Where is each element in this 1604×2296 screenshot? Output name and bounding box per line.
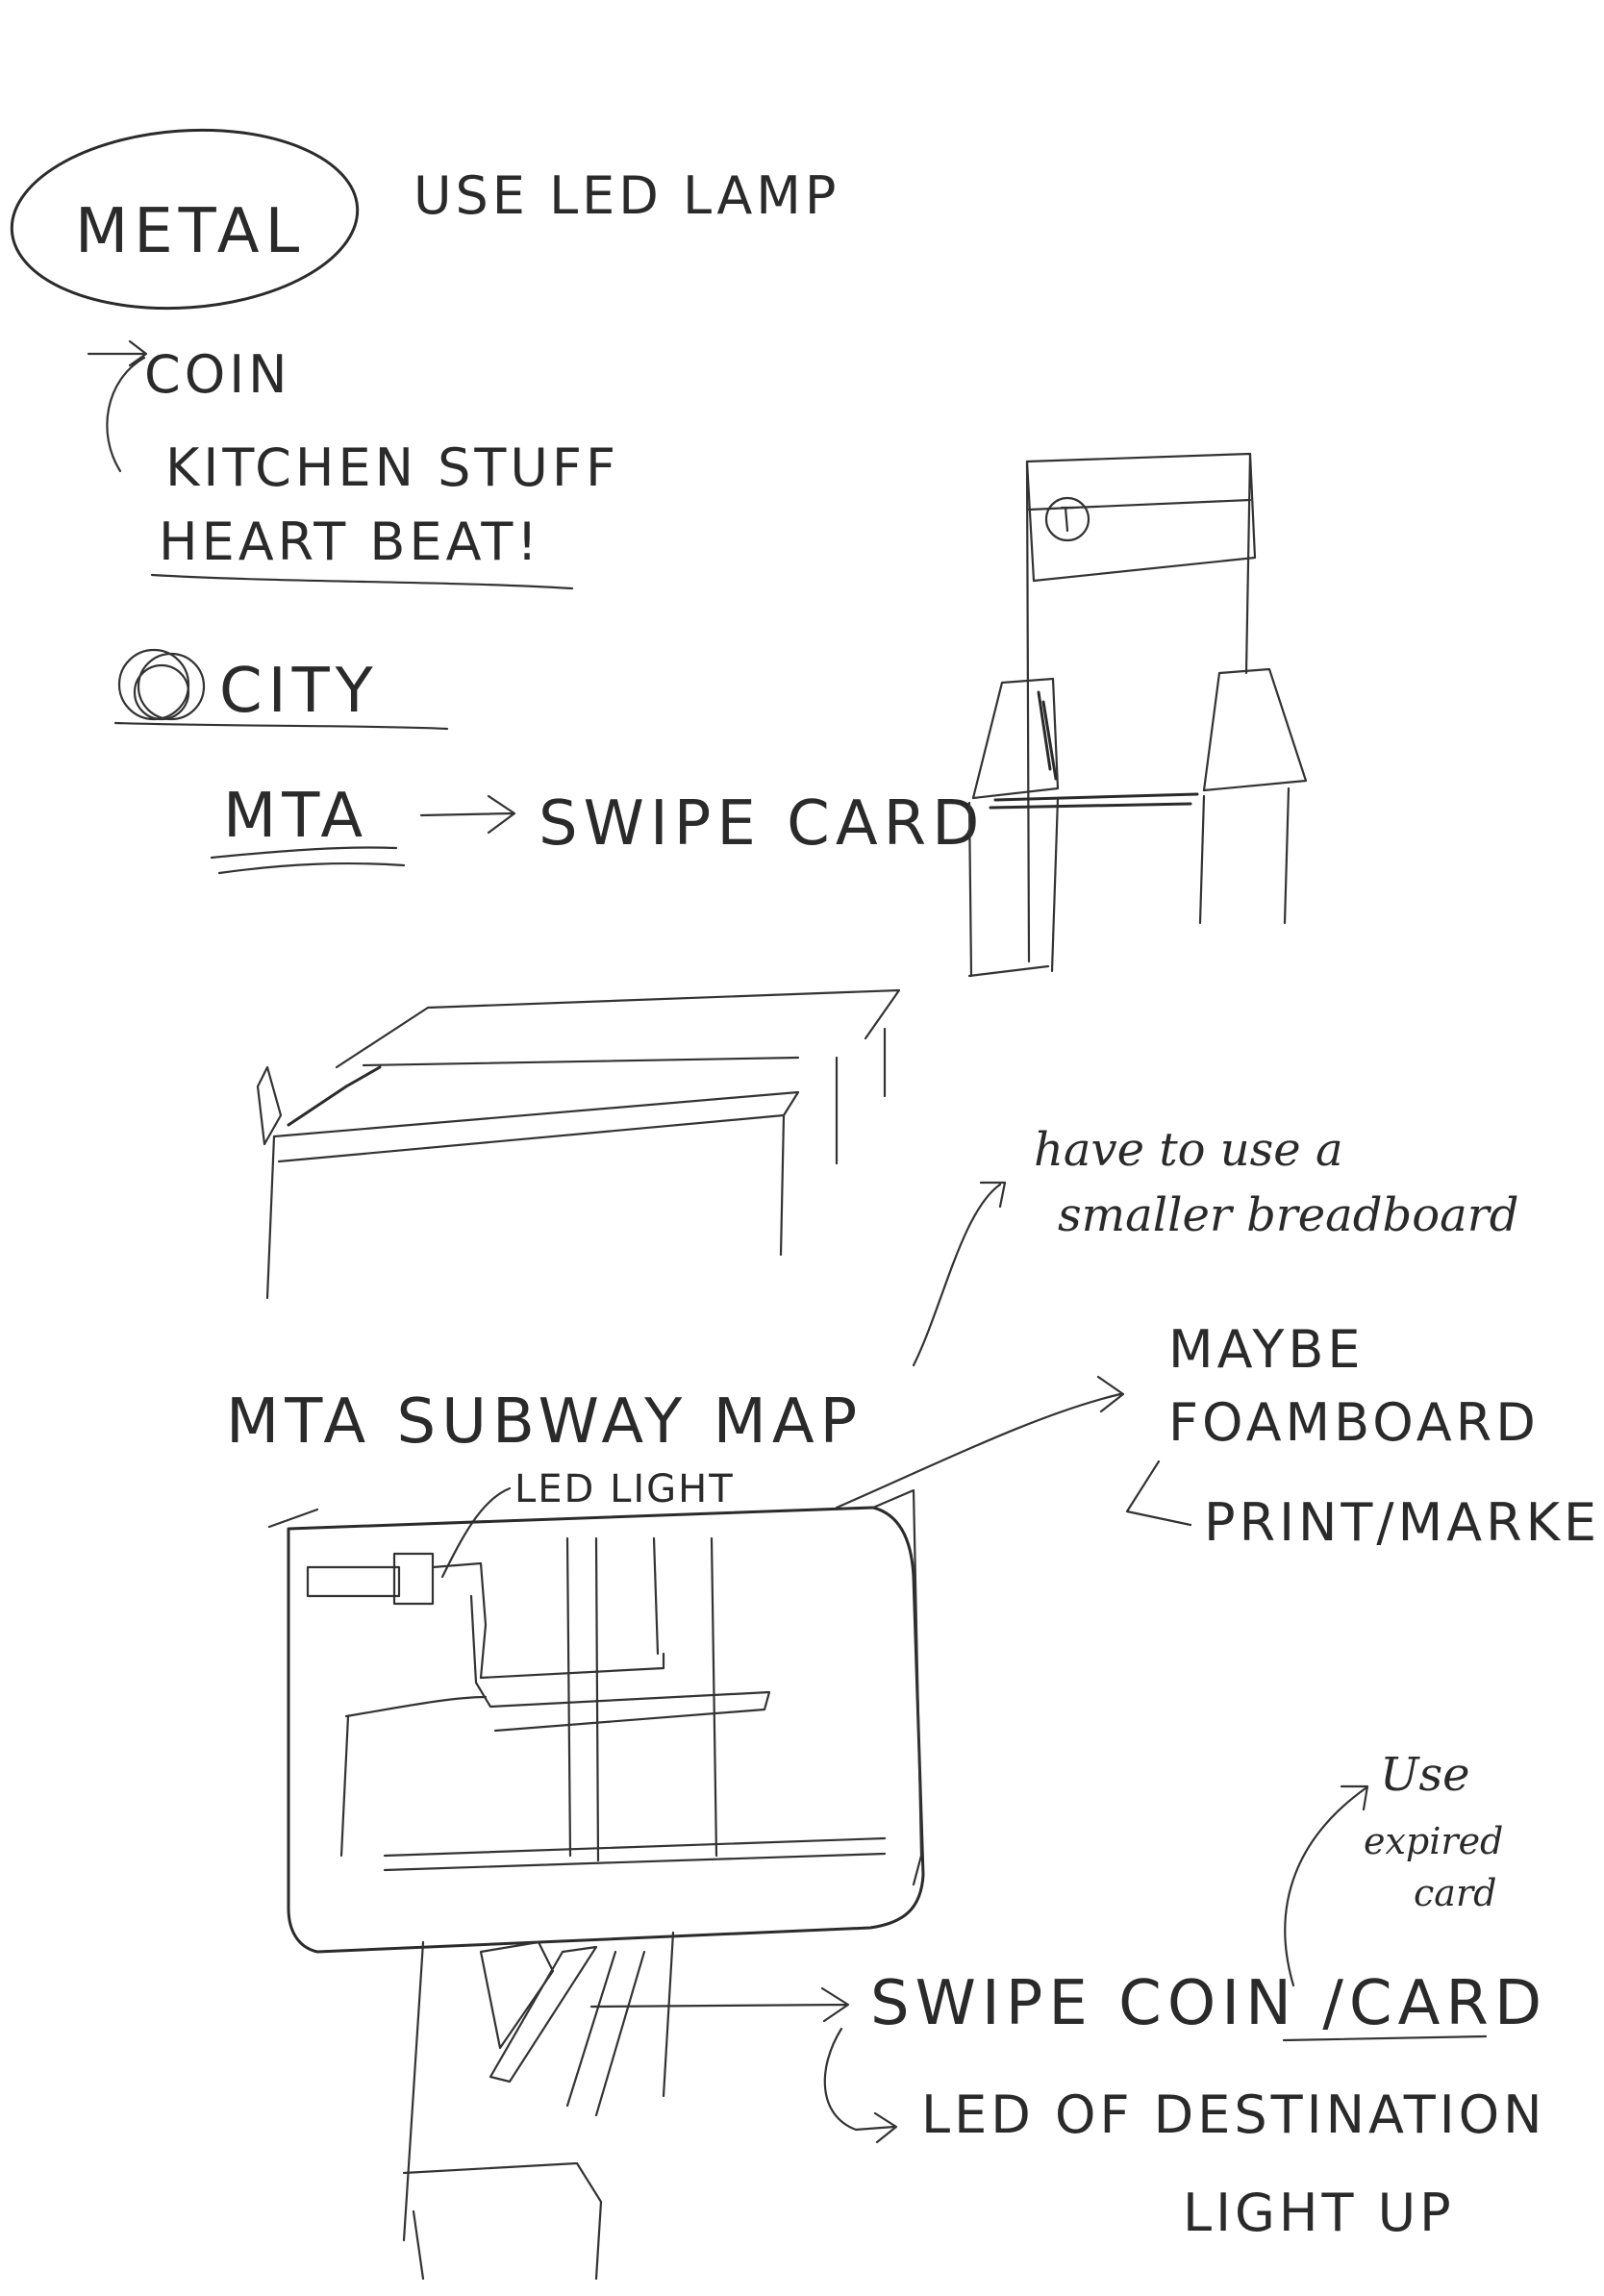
swipe-arrow [591, 1988, 848, 2021]
swipe-coin-card-label: SWIPE COIN /CARD [870, 1968, 1547, 2039]
table-sketch [258, 990, 899, 1298]
card-label: card [1414, 1872, 1496, 1914]
mta-label: MTA [223, 781, 368, 852]
heart-beat-underline [152, 575, 572, 588]
foamboard-label: FOAMBOARD [1168, 1392, 1540, 1453]
led-of-destination-label: LED OF DESTINATION [921, 2084, 1546, 2145]
expired-label: expired [1364, 1820, 1503, 1862]
use-label: Use [1380, 1748, 1470, 1802]
maybe-label: MAYBE [1168, 1319, 1365, 1380]
heart-beat-label: HEART BEAT! [159, 512, 541, 572]
metal-label: METAL [75, 196, 305, 267]
print-arrow [1127, 1461, 1190, 1525]
stand-sketch [404, 1933, 673, 2279]
subway-map-sketch [269, 1490, 923, 1952]
swipe-card-label: SWIPE CARD [539, 788, 985, 860]
use-led-lamp-label: USE LED LAMP [414, 165, 840, 226]
bracket-arrow [88, 341, 146, 471]
light-up-label: LIGHT UP [1183, 2183, 1455, 2243]
breadboard-note-line1: have to use a [1034, 1123, 1343, 1177]
rings-icon [119, 650, 204, 719]
kitchen-stuff-label: KITCHEN STUFF [165, 437, 619, 498]
expired-card-arrow [1285, 1786, 1367, 1985]
destination-arrow [825, 2029, 896, 2142]
gate-sketch [969, 454, 1306, 976]
coin-label: COIN [144, 344, 291, 405]
mta-subway-map-label: MTA SUBWAY MAP [226, 1386, 863, 1458]
mta-arrow [421, 796, 514, 833]
maybe-arrow [837, 1377, 1123, 1508]
print-marker-label: PRINT/MARKER [1204, 1492, 1604, 1553]
led-light-label: LED LIGHT [514, 1467, 735, 1511]
city-label: CITY [219, 656, 379, 727]
breadboard-note-line2: smaller breadboard [1058, 1188, 1518, 1242]
breadboard-arrow [914, 1183, 1005, 1365]
